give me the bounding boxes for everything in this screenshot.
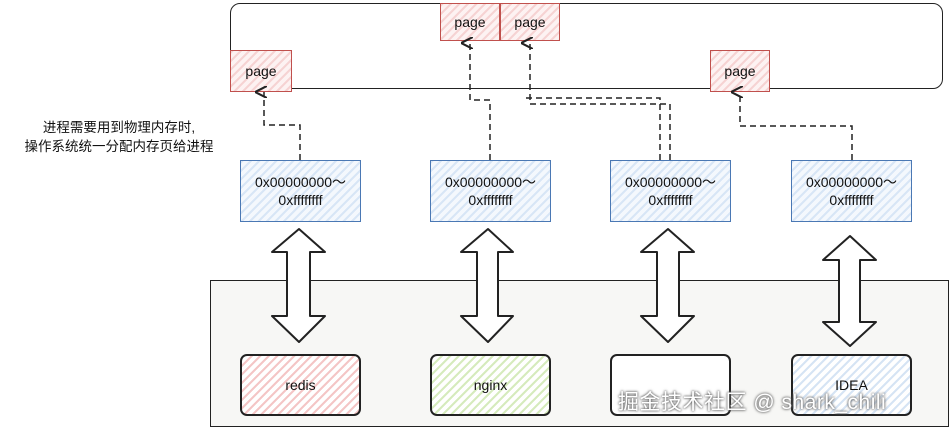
page-label: page xyxy=(514,14,546,30)
address-space-3: 0x00000000～ 0xffffffff xyxy=(610,160,731,222)
address-space-nginx: 0x00000000～ 0xffffffff xyxy=(430,160,551,222)
address-end: 0xffffffff xyxy=(648,192,693,208)
double-arrow-2 xyxy=(460,228,514,343)
process-nginx: nginx xyxy=(430,354,551,416)
process-redis: redis xyxy=(240,354,361,416)
dashed-connector-3 xyxy=(530,43,671,160)
address-start: 0x00000000～ xyxy=(624,174,717,190)
process-3 xyxy=(610,354,731,416)
dashed-connector-2 xyxy=(470,43,491,160)
address-space-redis: 0x00000000～ 0xffffffff xyxy=(240,160,361,222)
double-arrow-4 xyxy=(822,235,877,347)
process-label: nginx xyxy=(473,377,508,393)
watermark: 掘金技术社区 @ shark_chili xyxy=(618,391,887,414)
page-label: page xyxy=(454,14,486,30)
page-label: page xyxy=(724,63,756,79)
physical-memory-bar xyxy=(230,3,943,89)
double-arrow-1 xyxy=(271,228,326,343)
dashed-connector-1 xyxy=(264,92,301,160)
allocation-note: 进程需要用到物理内存时, 操作系统统一分配内存页给进程 xyxy=(6,118,232,156)
address-end: 0xffffffff xyxy=(829,192,874,208)
note-line-2: 操作系统统一分配内存页给进程 xyxy=(24,139,214,154)
memory-page-2: page xyxy=(440,3,500,41)
dashed-connector-3b xyxy=(525,97,661,160)
dashed-connector-4 xyxy=(740,92,853,160)
address-end: 0xffffffff xyxy=(468,192,513,208)
process-label: redis xyxy=(285,377,316,393)
double-arrow-3 xyxy=(640,228,695,343)
note-line-1: 进程需要用到物理内存时, xyxy=(42,120,196,135)
address-space-idea: 0x00000000～ 0xffffffff xyxy=(791,160,912,222)
address-start: 0x00000000～ xyxy=(254,174,347,190)
process-idea: IDEA xyxy=(791,354,912,416)
process-label: IDEA xyxy=(835,377,868,393)
memory-page-1: page xyxy=(230,50,292,92)
page-label: page xyxy=(245,63,277,79)
address-start: 0x00000000～ xyxy=(444,174,537,190)
address-end: 0xffffffff xyxy=(278,192,323,208)
address-start: 0x00000000～ xyxy=(805,174,898,190)
